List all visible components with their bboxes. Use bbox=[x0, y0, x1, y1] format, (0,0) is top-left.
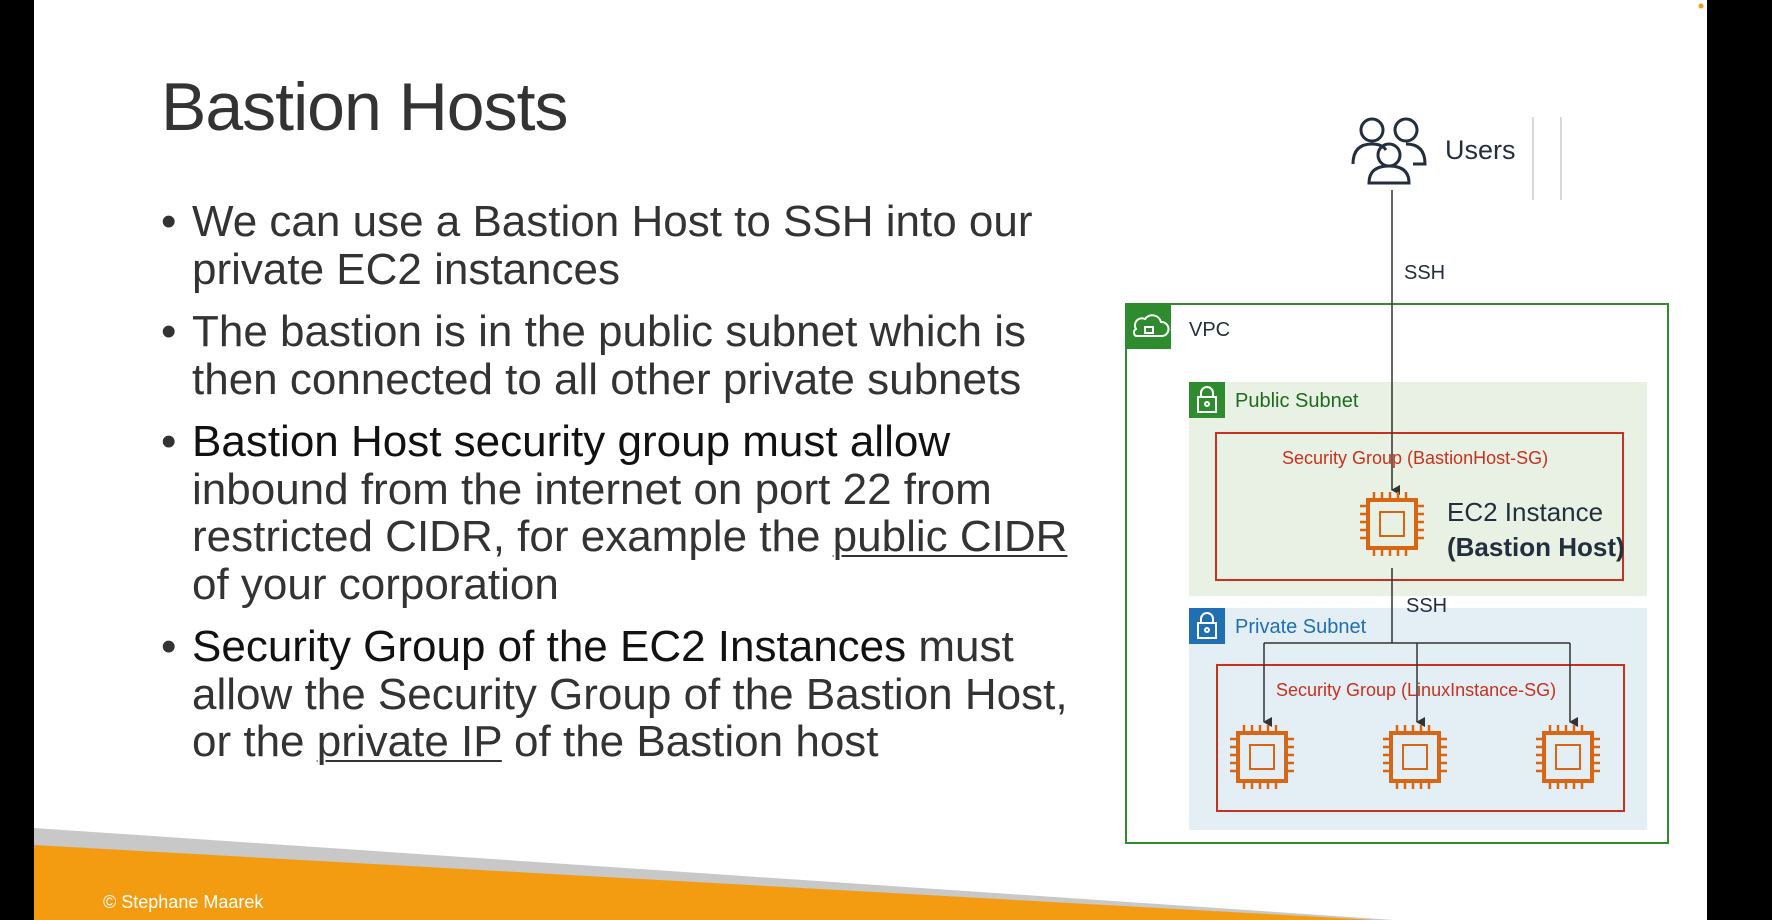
bullet-2: The bastion is in the public subnet whic… bbox=[161, 308, 1101, 403]
ssh-label: SSH bbox=[1404, 262, 1446, 284]
bullet-1: We can use a Bastion Host to SSH into ou… bbox=[161, 198, 1101, 293]
public-subnet-label: Public Subnet bbox=[1235, 390, 1359, 412]
bullet-3-lead: Bastion Host security group must allow bbox=[192, 417, 951, 466]
footer-copyright: © Stephane Maarek bbox=[103, 892, 264, 912]
public-subnet-box bbox=[1189, 382, 1647, 596]
private-subnet-box bbox=[1189, 608, 1647, 830]
lock-icon bbox=[1197, 612, 1217, 639]
private-ip-term: private IP bbox=[316, 717, 502, 766]
ec2-bastion-label: EC2 Instance (Bastion Host) bbox=[1447, 495, 1625, 565]
bullet-4-lead: Security Group of the EC2 Instances bbox=[192, 622, 907, 671]
ssh-label: SSH bbox=[1406, 595, 1448, 617]
users-icon bbox=[1351, 117, 1427, 185]
lock-icon bbox=[1197, 386, 1217, 413]
slide-title: Bastion Hosts bbox=[161, 69, 569, 145]
ec2-label-line1: EC2 Instance bbox=[1447, 497, 1604, 527]
bastion-sg-label: Security Group (BastionHost-SG) bbox=[1282, 448, 1549, 468]
bullet-4-tail: of the Bastion host bbox=[501, 717, 879, 766]
ec2-label-line2: (Bastion Host) bbox=[1447, 532, 1625, 562]
public-cidr-term: public CIDR bbox=[832, 512, 1068, 561]
vpc-label: VPC bbox=[1189, 319, 1231, 341]
linux-sg-box bbox=[1216, 664, 1625, 812]
bullet-3-text: inbound from the internet on port 22 fro… bbox=[192, 464, 992, 561]
cloud-lock-icon bbox=[1132, 314, 1170, 337]
vpc-box bbox=[1125, 303, 1669, 844]
bullet-3-tail: of your corporation bbox=[192, 559, 559, 609]
bullet-4: Security Group of the EC2 Instances must… bbox=[161, 623, 1101, 766]
architecture-diagram bbox=[34, 3, 1704, 920]
slide: Bastion Hosts We can use a Bastion Host … bbox=[34, 0, 1707, 920]
bullet-2-text: The bastion is in the public subnet whic… bbox=[192, 307, 1027, 404]
bullet-1-text: We can use a Bastion Host to SSH into ou… bbox=[192, 197, 1033, 294]
bullet-3: Bastion Host security group must allow i… bbox=[161, 418, 1101, 608]
footer-orange-band bbox=[34, 845, 1374, 920]
bullet-4-text: must allow the Security Group of the Bas… bbox=[192, 622, 1068, 766]
bastion-sg-box bbox=[1215, 432, 1624, 581]
users-label: Users bbox=[1445, 135, 1516, 165]
indicator-dot bbox=[1698, 3, 1704, 9]
private-subnet-label: Private Subnet bbox=[1235, 616, 1367, 638]
bullet-list: We can use a Bastion Host to SSH into ou… bbox=[161, 198, 1101, 781]
linux-sg-label: Security Group (LinuxInstance-SG) bbox=[1276, 680, 1557, 700]
